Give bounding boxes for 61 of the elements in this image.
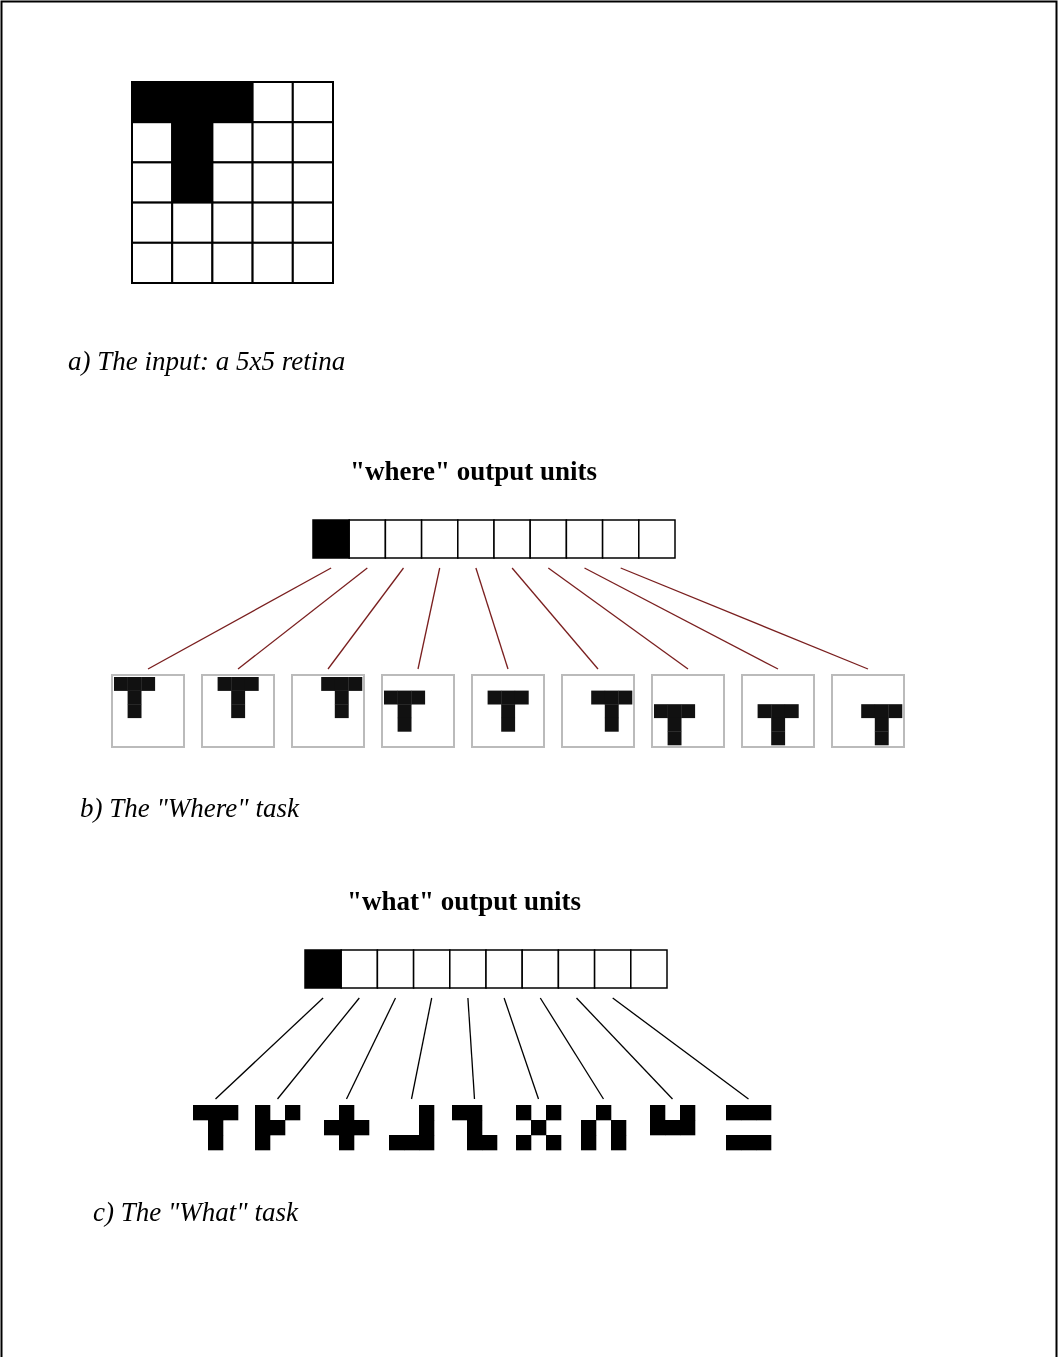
output-unit (384, 519, 423, 559)
connector-line (410, 997, 433, 1100)
connector-line (575, 997, 674, 1100)
pattern-drawing (324, 1105, 370, 1151)
connector-line (511, 567, 599, 670)
pattern-drawing (516, 1105, 562, 1151)
output-unit (420, 519, 459, 559)
pattern-drawing (255, 1105, 301, 1151)
output-unit (412, 949, 451, 989)
connector-line (620, 567, 869, 670)
output-unit (304, 949, 342, 989)
connector-line (467, 997, 476, 1100)
output-unit (601, 519, 640, 559)
caption: b) The "Where" task (80, 793, 299, 824)
connector-line (547, 567, 689, 670)
connector-line (503, 997, 540, 1100)
output-unit (348, 519, 387, 559)
output-unit (376, 949, 415, 989)
pattern-drawing (650, 1105, 696, 1136)
output-unit (493, 519, 531, 559)
connector-line (612, 997, 750, 1100)
pattern-drawing (581, 1105, 627, 1151)
pattern-drawing (452, 1105, 498, 1151)
output-unit (449, 949, 487, 989)
output-unit (312, 519, 350, 559)
connector-line (147, 567, 332, 670)
t-pattern-drawing (291, 674, 365, 748)
pattern-drawing (389, 1105, 435, 1151)
output-unit (529, 519, 568, 559)
output-unit (638, 519, 676, 559)
connector-line (539, 997, 605, 1100)
output-unit (557, 949, 596, 989)
t-pattern-drawing (651, 674, 725, 748)
output-unit (565, 519, 604, 559)
output-unit (485, 949, 523, 989)
t-pattern-drawing (561, 674, 635, 748)
connector-line (417, 567, 441, 670)
connector-line (327, 567, 405, 670)
connector-line (475, 567, 509, 670)
connector-line (214, 997, 324, 1100)
pattern-drawing (726, 1105, 772, 1151)
connector-line (276, 997, 360, 1100)
t-pattern-drawing (201, 674, 275, 748)
heading: "where" output units (350, 456, 598, 487)
t-pattern-drawing (111, 674, 185, 748)
caption: a) The input: a 5x5 retina (68, 346, 346, 377)
output-unit (521, 949, 560, 989)
t-pattern-drawing (471, 674, 545, 748)
t-pattern-drawing (741, 674, 815, 748)
output-unit (630, 949, 668, 989)
output-unit (457, 519, 495, 559)
t-pattern-drawing (831, 674, 905, 748)
connector-line (237, 567, 368, 670)
pattern-drawing (193, 1105, 239, 1151)
connector-line (345, 997, 397, 1100)
connector-line (583, 567, 779, 670)
output-unit (593, 949, 632, 989)
caption: c) The "What" task (93, 1197, 298, 1228)
heading: "what" output units (347, 886, 582, 917)
t-pattern-drawing (381, 674, 455, 748)
output-unit (340, 949, 379, 989)
